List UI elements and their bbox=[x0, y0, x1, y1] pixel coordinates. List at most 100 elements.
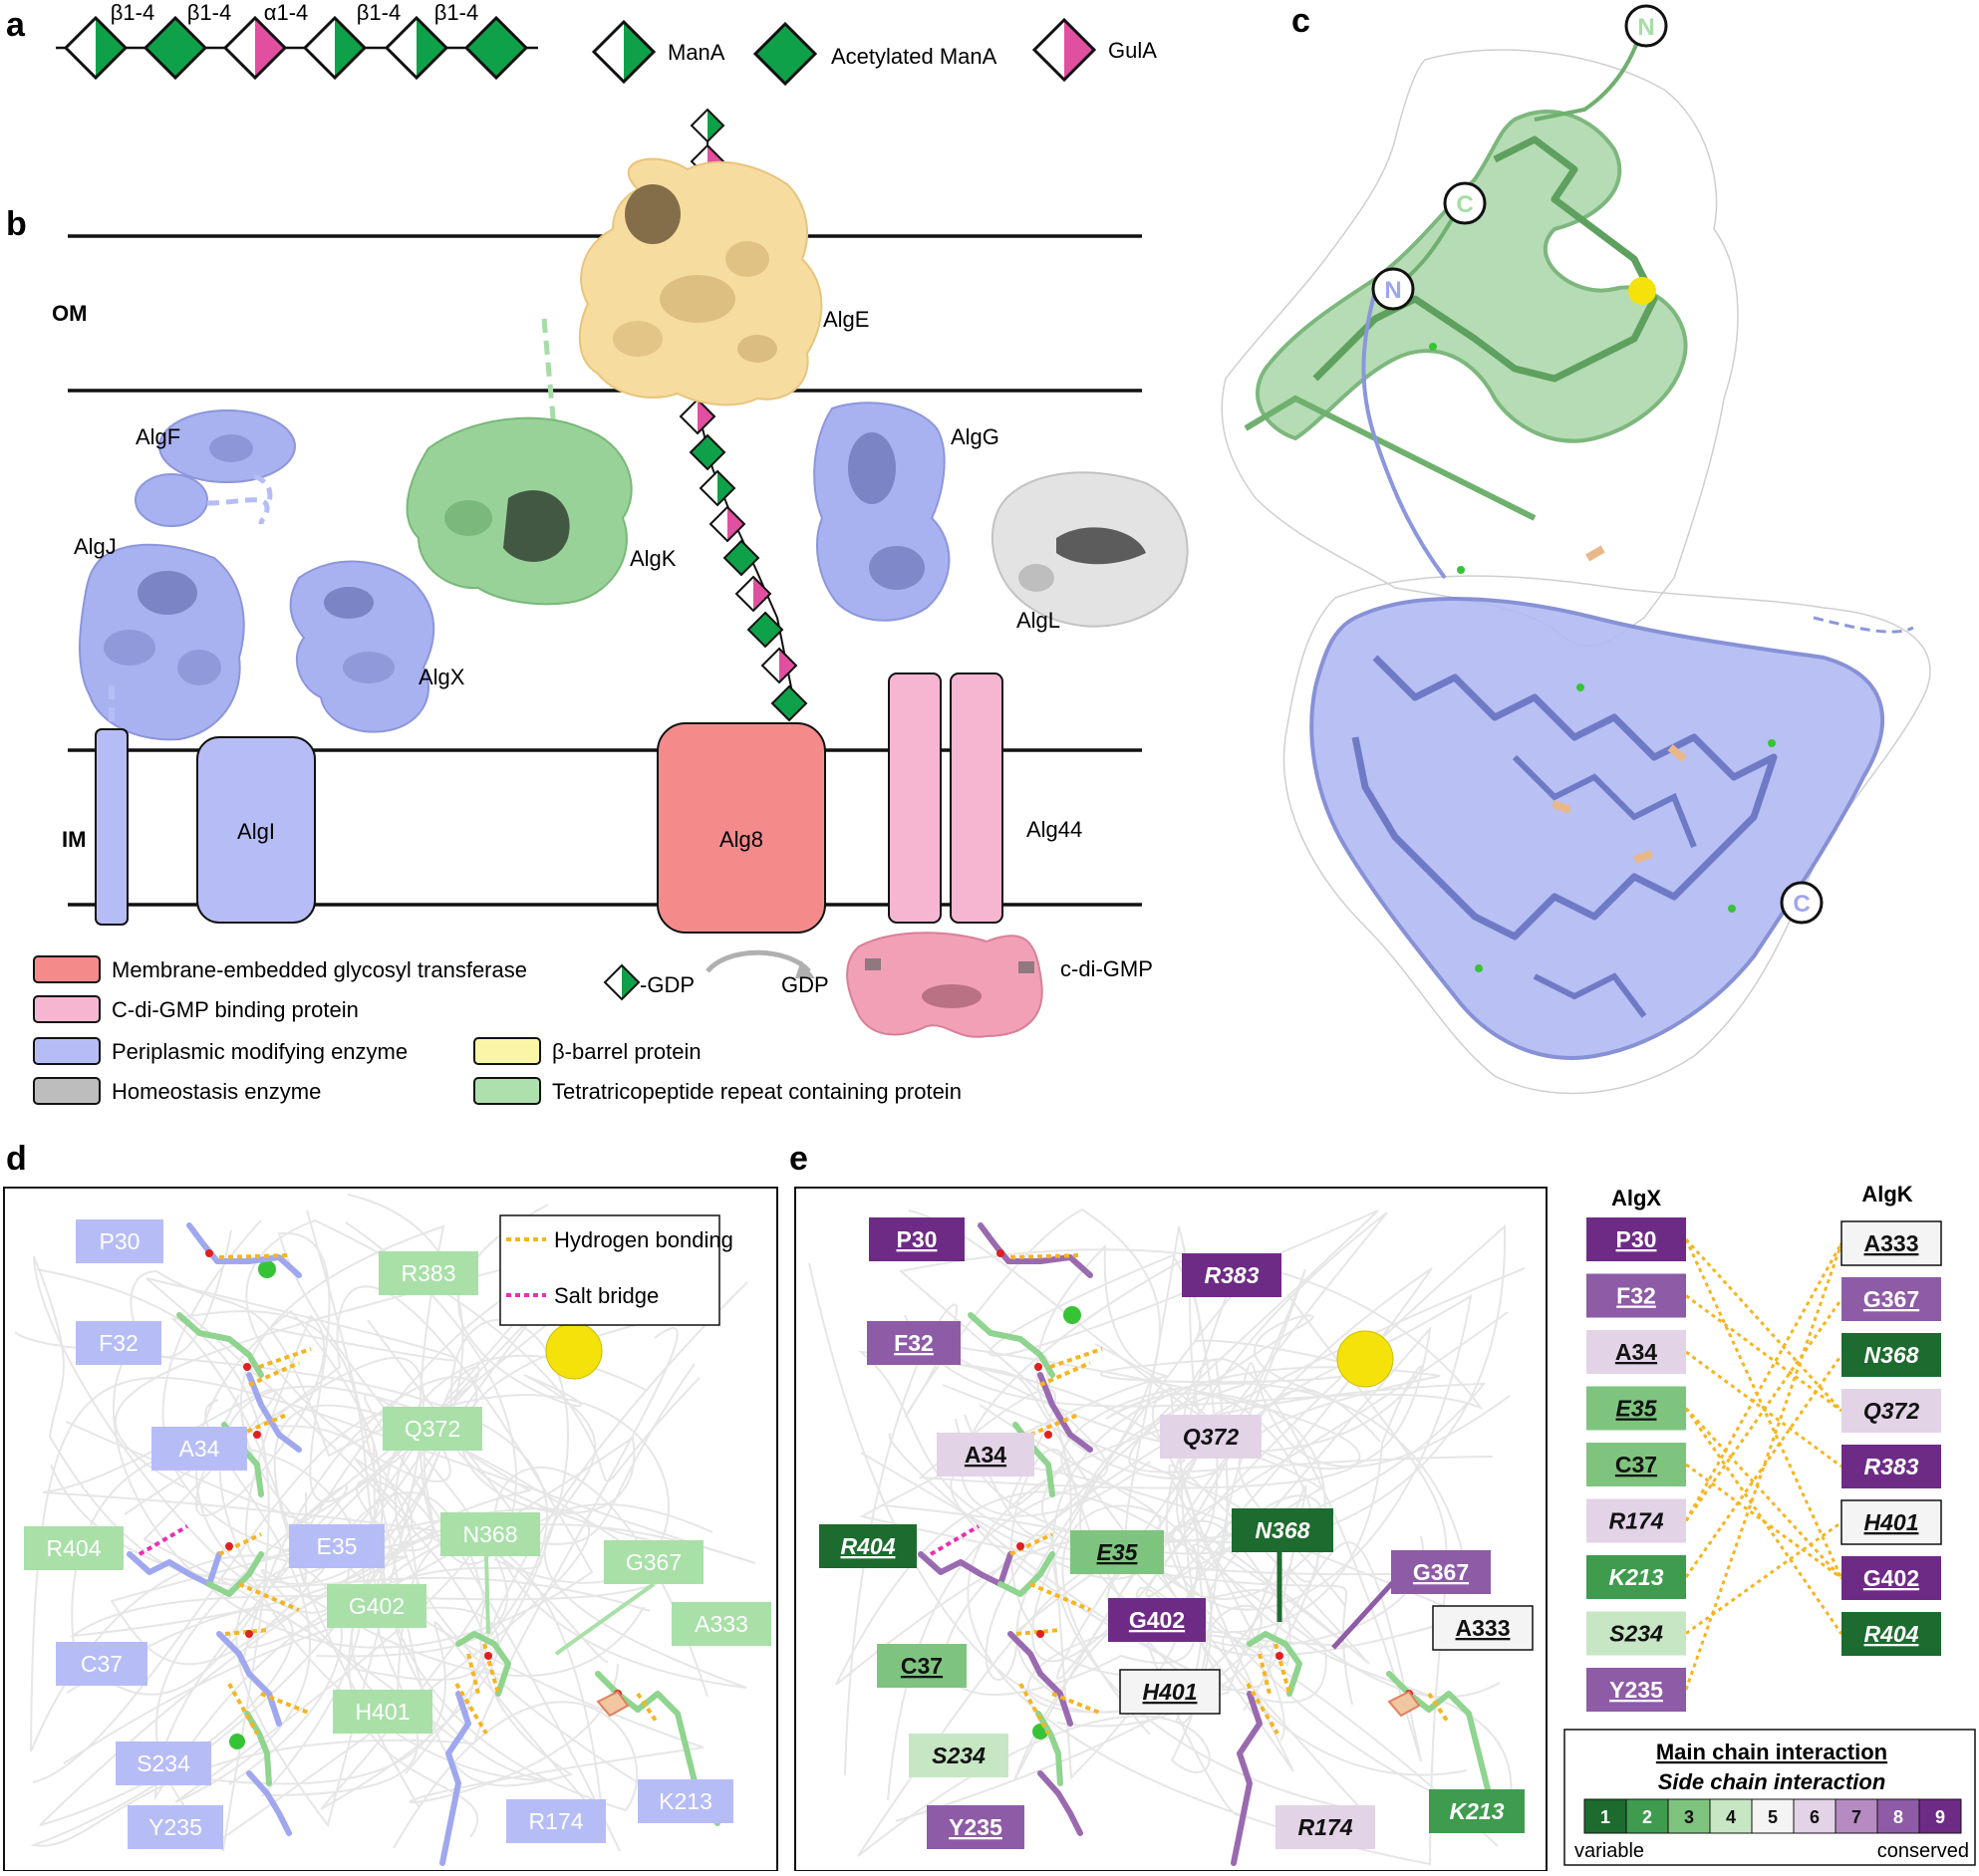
sugar-residue-icon bbox=[222, 15, 288, 81]
svg-text:F32: F32 bbox=[894, 1330, 934, 1356]
residue-label-r174: R174 bbox=[506, 1799, 606, 1843]
alg8-label: Alg8 bbox=[719, 827, 763, 852]
table-cell-algk-r404: R404 bbox=[1841, 1612, 1941, 1656]
scale-cell-9: 9 bbox=[1918, 1798, 1962, 1834]
legend-item: Homeostasis enzyme bbox=[33, 1077, 321, 1105]
svg-text:Q372: Q372 bbox=[1863, 1398, 1919, 1424]
panel-a-glycan-chain: β1-4 β1-4 α1-4 β1-4 β1-4 bbox=[56, 0, 538, 81]
legend-item: Membrane-embedded glycosyl transferase bbox=[33, 955, 527, 983]
algj-label: AlgJ bbox=[74, 534, 117, 559]
residue-label-p30: P30 bbox=[869, 1217, 965, 1261]
legend-label-acetylated-mana: Acetylated ManA bbox=[831, 44, 997, 69]
chain-residue-icon bbox=[770, 684, 808, 722]
svg-text:C37: C37 bbox=[901, 1653, 943, 1679]
svg-text:S234: S234 bbox=[1609, 1621, 1663, 1647]
alg44-cdigmp-surface: c-di-GMP bbox=[846, 932, 1153, 1038]
algx-n-terminus: N bbox=[1371, 267, 1415, 311]
algl-label: AlgL bbox=[1016, 608, 1060, 633]
table-cell-algx-p30: P30 bbox=[1586, 1217, 1686, 1261]
scale-high-label: conserved bbox=[1877, 1840, 1969, 1862]
svg-text:Y235: Y235 bbox=[148, 1814, 202, 1840]
svg-text:R174: R174 bbox=[529, 1808, 584, 1834]
residue-label-a333: A333 bbox=[672, 1602, 771, 1646]
legend-label: Tetratricopeptide repeat containing prot… bbox=[552, 1079, 962, 1104]
residue-label-c37: C37 bbox=[56, 1642, 147, 1686]
table-cell-algk-g367: G367 bbox=[1841, 1277, 1941, 1321]
svg-text:A34: A34 bbox=[179, 1436, 220, 1462]
algk-c-terminus: C bbox=[1443, 181, 1487, 225]
interaction-line bbox=[1684, 1298, 1843, 1522]
svg-text:F32: F32 bbox=[1616, 1283, 1656, 1309]
svg-text:N368: N368 bbox=[1864, 1342, 1919, 1368]
residue-label-a34: A34 bbox=[937, 1433, 1034, 1476]
legend-swatch bbox=[33, 995, 101, 1023]
scale-title-main: Main chain interaction bbox=[1656, 1740, 1887, 1764]
sugar-residue-icon bbox=[384, 15, 449, 81]
scale-cell-7: 7 bbox=[1835, 1798, 1878, 1834]
svg-text:N: N bbox=[1637, 14, 1654, 41]
svg-text:R174: R174 bbox=[1609, 1508, 1664, 1534]
residue-label-p30: P30 bbox=[76, 1219, 163, 1263]
algk-surface: AlgK bbox=[406, 318, 677, 606]
panel-d-legend: Hydrogen bonding Salt bridge bbox=[499, 1214, 733, 1326]
chain-residue-icon bbox=[746, 611, 784, 649]
svg-text:A34: A34 bbox=[965, 1442, 1006, 1468]
sugar-residue-icon bbox=[302, 15, 368, 81]
linkage-label: β1-4 bbox=[111, 0, 154, 25]
panel-c-structure: N C N C bbox=[1221, 4, 1931, 1095]
svg-text:P30: P30 bbox=[100, 1228, 141, 1254]
chain-residue-icon bbox=[708, 505, 746, 543]
svg-text:E35: E35 bbox=[1097, 1539, 1139, 1565]
alge-surface: AlgE bbox=[578, 157, 869, 406]
svg-text:C: C bbox=[1793, 891, 1810, 918]
linkage-label: β1-4 bbox=[357, 0, 401, 25]
svg-text:C37: C37 bbox=[81, 1651, 123, 1677]
om-label: OM bbox=[52, 301, 87, 326]
interaction-line bbox=[1684, 1242, 1843, 1522]
im-protein-algj-anchor bbox=[95, 728, 129, 926]
legend-swatch bbox=[33, 1077, 101, 1105]
legend-swatch bbox=[33, 1037, 101, 1065]
sugar-residue-icon bbox=[63, 15, 129, 81]
algg-surface: AlgG bbox=[813, 402, 999, 622]
svg-text:R404: R404 bbox=[47, 1535, 102, 1561]
svg-text:N368: N368 bbox=[463, 1521, 518, 1547]
residue-label-g367: G367 bbox=[1391, 1550, 1491, 1594]
svg-text:5: 5 bbox=[1768, 1807, 1778, 1827]
scale-low-label: variable bbox=[1574, 1840, 1644, 1862]
svg-text:N368: N368 bbox=[1256, 1517, 1310, 1543]
svg-text:H401: H401 bbox=[1143, 1679, 1198, 1705]
svg-text:S234: S234 bbox=[932, 1742, 986, 1768]
residue-label-r404: R404 bbox=[819, 1524, 917, 1568]
svg-text:1: 1 bbox=[1600, 1807, 1610, 1827]
linkage-label: α1-4 bbox=[264, 0, 309, 25]
svg-text:Q372: Q372 bbox=[405, 1416, 460, 1442]
svg-text:A333: A333 bbox=[695, 1611, 748, 1637]
svg-text:R383: R383 bbox=[1205, 1262, 1260, 1288]
scale-cell-6: 6 bbox=[1793, 1798, 1837, 1834]
legend-item: Periplasmic modifying enzyme bbox=[33, 1037, 408, 1065]
svg-text:7: 7 bbox=[1851, 1807, 1861, 1827]
table-cell-algx-e35: E35 bbox=[1586, 1386, 1686, 1431]
alge-label: AlgE bbox=[823, 307, 869, 332]
svg-text:R404: R404 bbox=[841, 1533, 896, 1559]
svg-text:S234: S234 bbox=[137, 1750, 190, 1776]
scale-cell-4: 4 bbox=[1709, 1798, 1753, 1834]
chain-residue-icon bbox=[679, 398, 716, 435]
algk-n-terminus: N bbox=[1624, 4, 1668, 48]
residue-label-g402: G402 bbox=[1108, 1598, 1206, 1642]
acetylated-mana-legend-icon bbox=[752, 21, 818, 87]
svg-text:K213: K213 bbox=[1450, 1798, 1505, 1824]
residue-label-r404: R404 bbox=[24, 1526, 124, 1570]
residue-label-s234: S234 bbox=[909, 1734, 1008, 1777]
residue-label-s234: S234 bbox=[116, 1742, 211, 1785]
scale-cell-2: 2 bbox=[1625, 1798, 1669, 1834]
table-cell-algk-a333: A333 bbox=[1840, 1220, 1942, 1266]
residue-label-e35: E35 bbox=[289, 1524, 385, 1568]
panel-a-legend: ManA Acetylated ManA GulA bbox=[591, 17, 1157, 87]
panel-label-d: d bbox=[6, 1140, 27, 1178]
residue-label-f32: F32 bbox=[76, 1321, 161, 1365]
chain-residue-icon bbox=[699, 469, 736, 507]
svg-text:P30: P30 bbox=[1616, 1226, 1657, 1252]
scale-title-side: Side chain interaction bbox=[1658, 1769, 1886, 1794]
